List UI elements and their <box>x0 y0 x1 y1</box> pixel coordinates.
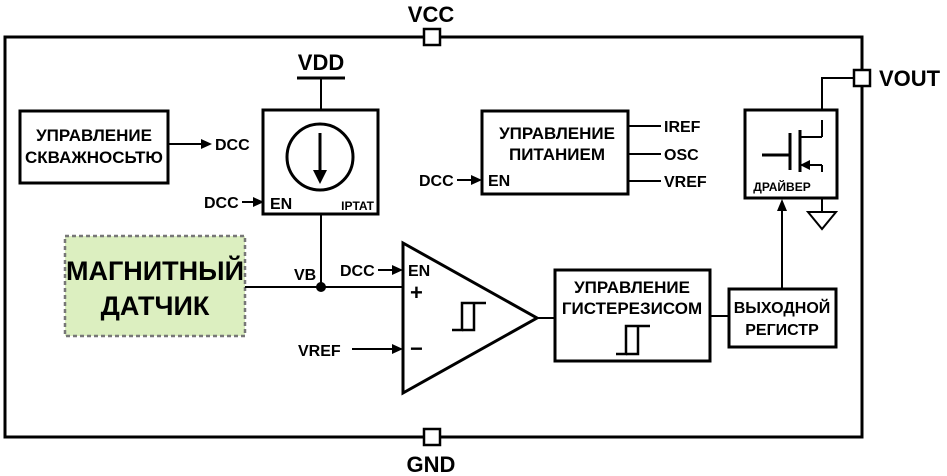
ground-icon <box>805 211 839 231</box>
duty-control-line1: УПРАВЛЕНИЕ <box>36 126 152 145</box>
hysteresis-control-line1: УПРАВЛЕНИЕ <box>574 278 690 297</box>
vout-pin <box>852 68 872 88</box>
power-control-line1: УПРАВЛЕНИЕ <box>499 124 615 143</box>
vout-label: VOUT <box>879 66 941 91</box>
vb-node <box>316 282 326 292</box>
vcc-label: VCC <box>408 2 455 27</box>
power-control-en-label: EN <box>488 173 510 190</box>
arrow-icon <box>201 139 212 149</box>
hysteresis-control-line2: ГИСТЕРЕЗИСОМ <box>562 299 702 318</box>
magnetic-sensor-block: МАГНИТНЫЙ ДАТЧИК <box>63 234 247 338</box>
gnd-label: GND <box>407 452 456 476</box>
transistor-icon <box>762 120 823 172</box>
driver-block: ДРАЙВЕР <box>743 108 839 200</box>
duty-control-line2: СКВАЖНОСЬТЮ <box>25 148 163 167</box>
power-control-block: УПРАВЛЕНИЕ ПИТАНИЕМ EN <box>480 109 630 196</box>
driver-label: ДРАЙВЕР <box>753 179 810 194</box>
current-source-en-input-label: DCC <box>204 195 239 212</box>
duty-control-output-label: DCC <box>215 137 250 154</box>
comparator-plus-sign: + <box>410 280 423 305</box>
arrow-icon <box>471 175 482 185</box>
output-register-line1: ВЫХОДНОЙ <box>734 298 831 317</box>
vcc-pin <box>422 27 442 47</box>
power-output-iref: IREF <box>664 119 701 136</box>
sensor-line1: МАГНИТНЫЙ <box>66 255 244 286</box>
power-output-vref: VREF <box>664 174 707 191</box>
output-register-block: ВЫХОДНОЙ РЕГИСТР <box>727 287 838 349</box>
arrow-icon <box>392 265 403 275</box>
sensor-line2: ДАТЧИК <box>101 291 210 321</box>
arrow-icon <box>253 197 264 207</box>
comparator-minus-sign: − <box>410 336 423 361</box>
comparator-en-label: EN <box>408 263 430 280</box>
comparator-en-input-label: DCC <box>340 263 375 280</box>
power-control-en-input-label: DCC <box>419 173 454 190</box>
comparator-ref-input-label: VREF <box>298 343 341 360</box>
duty-control-block: УПРАВЛЕНИЕ СКВАЖНОСЬТЮ <box>18 109 170 185</box>
current-source-icon <box>285 122 355 192</box>
current-source-en-label: EN <box>270 196 292 213</box>
vb-label: VB <box>294 267 316 284</box>
gnd-pin <box>422 427 442 447</box>
vdd-label: VDD <box>298 50 344 75</box>
power-output-osc: OSC <box>664 147 699 164</box>
comparator-block: EN + − <box>401 240 541 396</box>
arrow-icon <box>777 199 787 211</box>
current-source-type-label: IPTAT <box>341 199 375 213</box>
arrow-icon <box>392 344 403 354</box>
output-register-line2: РЕГИСТР <box>745 322 819 339</box>
hysteresis-control-block: УПРАВЛЕНИЕ ГИСТЕРЕЗИСОМ <box>553 268 712 363</box>
power-control-line2: ПИТАНИЕМ <box>509 145 605 164</box>
current-source-block: EN IPTAT <box>261 108 380 216</box>
